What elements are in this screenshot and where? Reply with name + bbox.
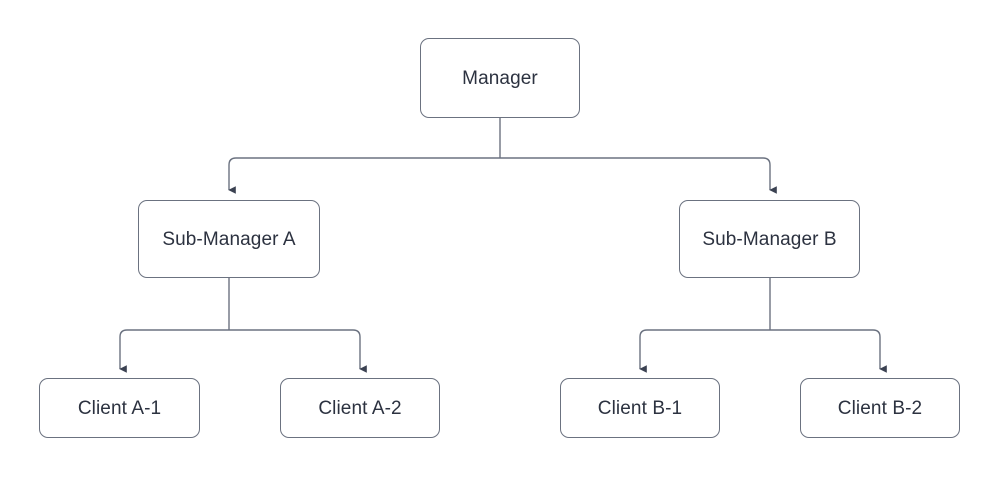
edge-sub-b-client-b-2: [770, 329, 887, 373]
edge-manager-sub-a: [228, 157, 500, 194]
node-client-a-1-label: Client A-1: [77, 397, 162, 419]
edge-sub-b-client-b-1: [639, 329, 770, 373]
node-client-a-2[interactable]: Client A-2: [280, 378, 440, 438]
node-sub-manager-a-label: Sub-Manager A: [162, 228, 296, 250]
node-sub-manager-b-label: Sub-Manager B: [702, 228, 837, 250]
node-sub-manager-b[interactable]: Sub-Manager B: [679, 200, 860, 278]
node-client-a-2-label: Client A-2: [318, 397, 402, 419]
node-client-b-2-label: Client B-2: [837, 397, 923, 419]
node-manager-label: Manager: [462, 67, 538, 89]
node-sub-manager-a[interactable]: Sub-Manager A: [138, 200, 320, 278]
node-client-b-2[interactable]: Client B-2: [800, 378, 960, 438]
edge-manager-sub-b: [500, 157, 777, 194]
edge-sub-a-client-a-1: [119, 329, 229, 373]
node-client-a-1[interactable]: Client A-1: [39, 378, 200, 438]
node-client-b-1[interactable]: Client B-1: [560, 378, 720, 438]
edge-sub-a-client-a-2: [229, 329, 367, 373]
node-client-b-1-label: Client B-1: [597, 397, 683, 419]
node-manager[interactable]: Manager: [420, 38, 580, 118]
